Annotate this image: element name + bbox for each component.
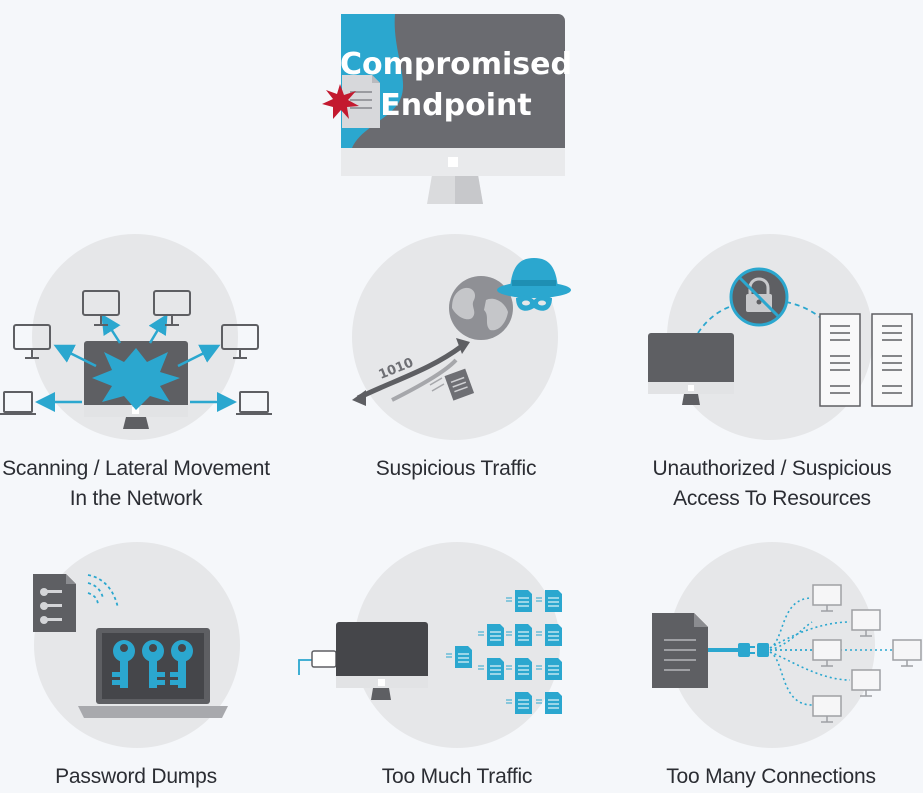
- caption-suspicious-traffic: Suspicious Traffic: [375, 457, 537, 480]
- traffic-document-icon: [536, 658, 562, 680]
- traffic-document-icon: [506, 692, 532, 714]
- traffic-document-icon: [506, 590, 532, 612]
- caption-unauthorized-access: Unauthorized / Suspicious Access To Reso…: [652, 457, 892, 510]
- caption-too-much-traffic: Too Much Traffic: [381, 765, 533, 788]
- suspicious-traffic-scene: 1010: [352, 234, 571, 440]
- traffic-document-icon: [506, 624, 532, 646]
- traffic-document-icon: [536, 590, 562, 612]
- caption-too-many-connections: Too Many Connections: [666, 765, 876, 788]
- caption-scanning: Scanning / Lateral Movement In the Netwo…: [2, 457, 270, 510]
- compromised-endpoint-monitor: Compromised Endpoint: [322, 14, 572, 204]
- traffic-document-icon: [506, 658, 532, 680]
- traffic-document-icon: [536, 624, 562, 646]
- traffic-document-icon: [446, 646, 472, 668]
- hero-title-line1: Compromised: [340, 47, 572, 82]
- traffic-document-icon: [478, 624, 504, 646]
- alert-burst-icon: [322, 84, 359, 119]
- traffic-document-icon: [536, 692, 562, 714]
- traffic-document-icon: [478, 658, 504, 680]
- scanning-scene: [0, 234, 272, 440]
- unauthorized-access-scene: [648, 234, 913, 440]
- caption-password-dumps: Password Dumps: [55, 765, 217, 788]
- hero-title-line2: Endpoint: [380, 88, 531, 123]
